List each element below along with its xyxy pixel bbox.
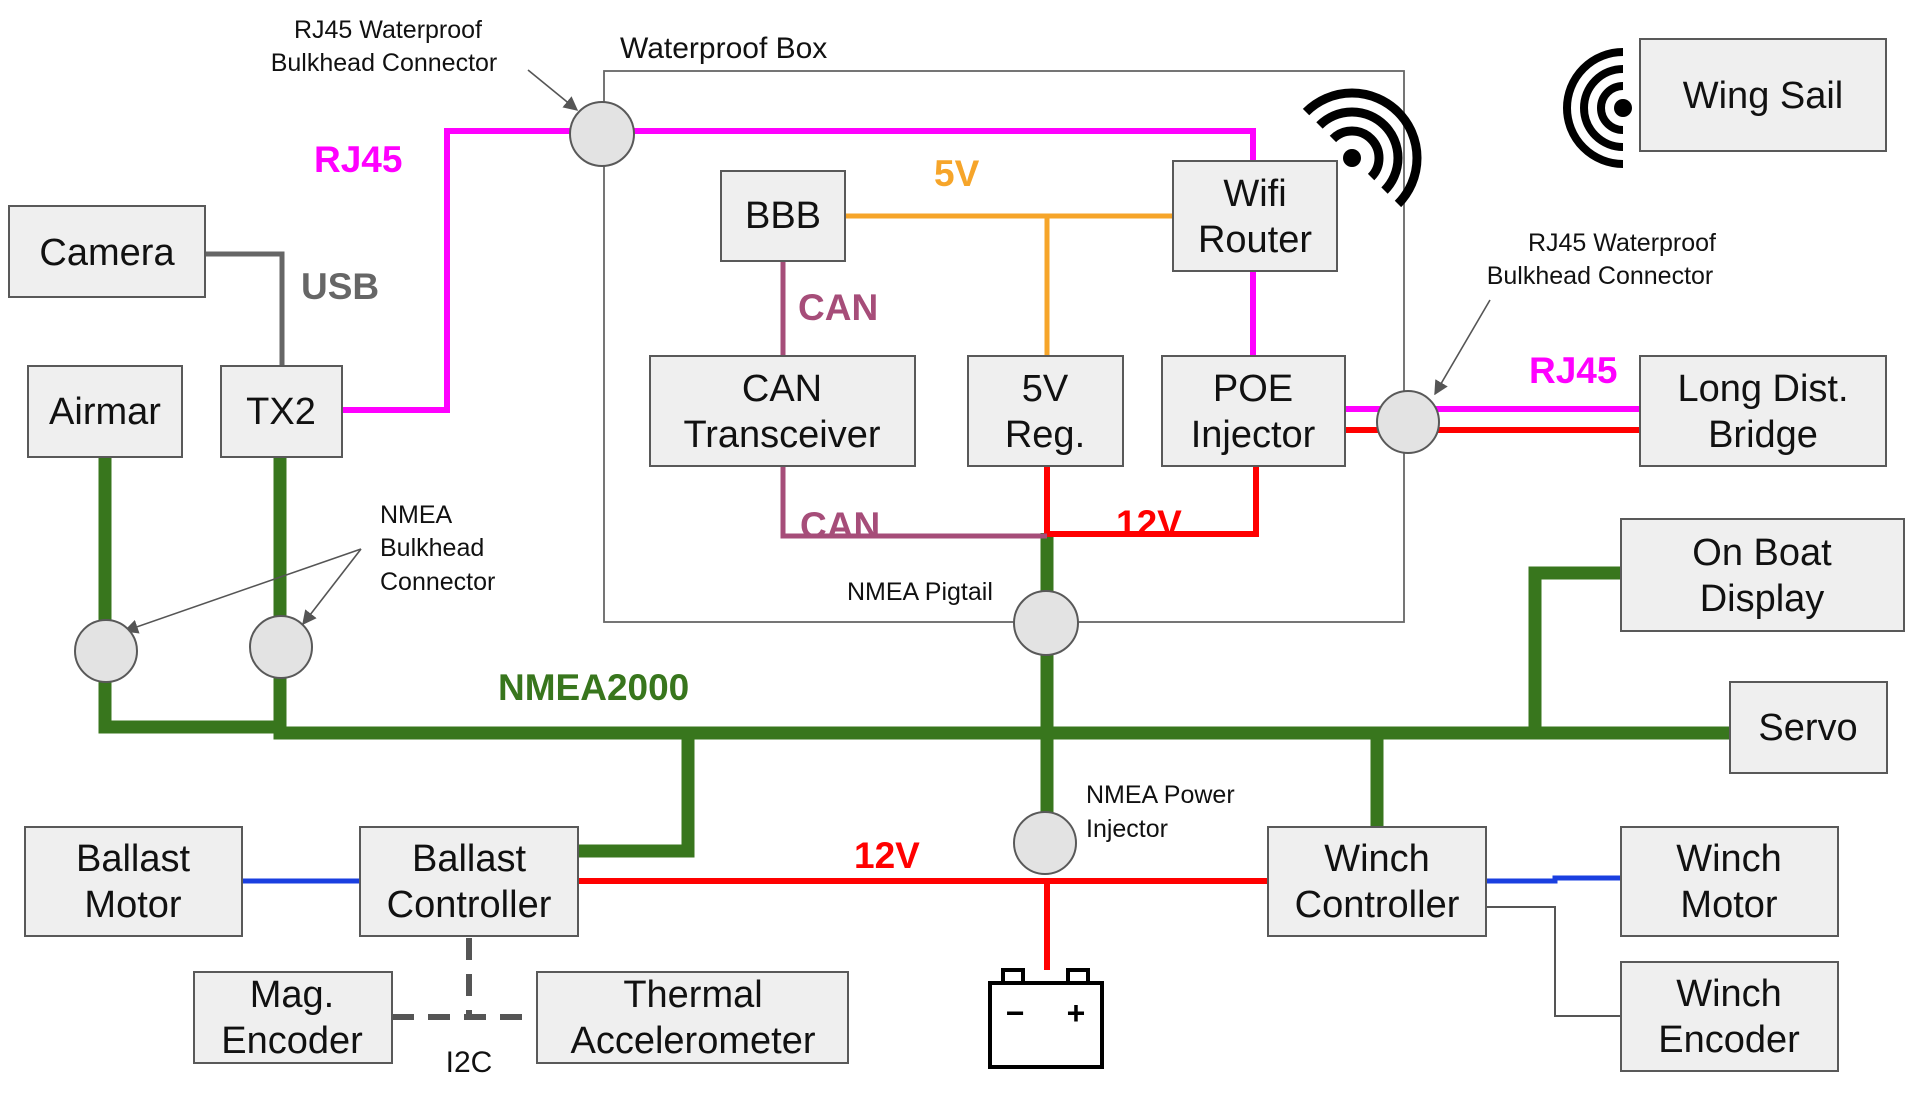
winch-encoder-box: Winch Encoder	[1620, 961, 1839, 1072]
wireless-signal-icon	[1563, 48, 1632, 168]
wifi-signal-icon	[1302, 88, 1422, 208]
motor-wires	[242, 875, 1621, 884]
battery-icon: − +	[988, 968, 1104, 1069]
rj45-bulkhead-top-label-line2: Bulkhead Connector	[271, 49, 498, 77]
tx2-box: TX2	[220, 365, 343, 458]
waterproof-box-title: Waterproof Box	[620, 32, 827, 65]
usb-wire	[205, 251, 285, 365]
rj45-bulkhead-right-label-line2: Bulkhead Connector	[1487, 262, 1714, 290]
nmea-pigtail-label: NMEA Pigtail	[847, 578, 993, 606]
on-boat-display-label-line1: On Boat	[1692, 532, 1832, 574]
battery-plus: +	[1067, 995, 1086, 1031]
camera-box: Camera	[8, 205, 206, 298]
rj45-label-right: RJ45	[1529, 350, 1617, 391]
five-v-reg-label-line2: Reg.	[1005, 414, 1085, 456]
connectors	[74, 101, 1440, 875]
on-boat-display-label-line2: Display	[1700, 578, 1825, 620]
encoder-wire	[1486, 906, 1621, 1017]
mag-encoder-label-line1: Mag.	[250, 974, 334, 1016]
winch-motor-label-line1: Winch	[1676, 838, 1782, 880]
winch-controller-label-line2: Controller	[1295, 884, 1460, 926]
winch-controller-label-line1: Winch	[1324, 838, 1430, 880]
ballast-controller-label-line2: Controller	[387, 884, 552, 926]
nmea-bulkhead-connector-tx2	[249, 615, 313, 679]
wifi-router-label-line1: Wifi	[1223, 173, 1286, 215]
winch-controller-box: Winch Controller	[1267, 826, 1487, 937]
ballast-controller-box: Ballast Controller	[359, 826, 579, 937]
five-volt-wires	[845, 213, 1173, 356]
mag-encoder-label-line2: Encoder	[221, 1020, 363, 1062]
ballast-controller-label-line1: Ballast	[412, 838, 526, 880]
thermal-accelerometer-label-line1: Thermal	[623, 974, 762, 1016]
wing-sail-label: Wing Sail	[1683, 75, 1844, 117]
i2c-label: I2C	[446, 1046, 493, 1079]
five-v-reg-box: 5V Reg.	[967, 355, 1124, 467]
airmar-label: Airmar	[49, 391, 161, 433]
ballast-motor-box: Ballast Motor	[24, 826, 243, 937]
ballast-motor-label-line1: Ballast	[76, 838, 190, 880]
nmea-pigtail-connector	[1013, 590, 1079, 656]
poe-injector-box: POE Injector	[1161, 355, 1346, 467]
nmea-power-injector-connector	[1013, 811, 1077, 875]
rj45-bulkhead-connector-top	[569, 101, 635, 167]
winch-motor-box: Winch Motor	[1620, 826, 1839, 937]
battery-minus: −	[1006, 995, 1025, 1031]
winch-encoder-label-line1: Winch	[1676, 973, 1782, 1015]
thermal-accelerometer-label-line2: Accelerometer	[571, 1020, 816, 1062]
long-dist-bridge-label-line1: Long Dist.	[1677, 368, 1848, 410]
nmea-bulkhead-connector-airmar	[74, 619, 138, 683]
twelve-volt-label-bus: 12V	[854, 835, 920, 876]
can-wires	[780, 261, 1047, 539]
nmea-power-injector-label-line1: NMEA Power	[1086, 781, 1235, 809]
waterproof-box-outline	[603, 70, 1405, 623]
servo-box: Servo	[1729, 681, 1888, 774]
nmea-bulkhead-label-line2: Bulkhead	[380, 534, 484, 562]
camera-label: Camera	[39, 232, 175, 274]
winch-encoder-label-line2: Encoder	[1658, 1019, 1800, 1061]
can-transceiver-box: CAN Transceiver	[649, 355, 916, 467]
twelve-volt-label-box: 12V	[1116, 503, 1182, 544]
wing-sail-box: Wing Sail	[1639, 38, 1887, 152]
rj45-bulkhead-right-label-line1: RJ45 Waterproof	[1528, 229, 1716, 257]
can-transceiver-label-line1: CAN	[742, 368, 822, 410]
usb-label: USB	[301, 266, 379, 307]
i2c-bus	[392, 938, 537, 1020]
five-volt-label: 5V	[934, 153, 980, 194]
nmea-bulkhead-label-line3: Connector	[380, 568, 495, 596]
airmar-box: Airmar	[27, 365, 183, 458]
nmea-bulkhead-label-line1: NMEA	[380, 501, 453, 529]
tx2-label: TX2	[246, 391, 316, 433]
poe-injector-label-line2: Injector	[1191, 414, 1316, 456]
bbb-box: BBB	[720, 170, 846, 262]
can-label-top: CAN	[798, 287, 878, 328]
rj45-bulkhead-top-label-line1: RJ45 Waterproof	[294, 16, 482, 44]
can-transceiver-label-line2: Transceiver	[683, 414, 880, 456]
servo-label: Servo	[1758, 707, 1857, 749]
five-v-reg-label-line1: 5V	[1022, 368, 1069, 410]
nmea2000-label: NMEA2000	[498, 667, 689, 708]
ballast-motor-label-line2: Motor	[84, 884, 181, 926]
annotation-arrows	[123, 69, 1491, 634]
bbb-label: BBB	[745, 195, 821, 237]
wifi-router-box: Wifi Router	[1172, 160, 1338, 272]
on-boat-display-box: On Boat Display	[1620, 518, 1905, 632]
wifi-router-label-line2: Router	[1198, 219, 1312, 261]
can-label-bottom: CAN	[800, 505, 880, 546]
long-dist-bridge-box: Long Dist. Bridge	[1639, 355, 1887, 467]
rj45-label-left: RJ45	[314, 139, 402, 180]
long-dist-bridge-label-line2: Bridge	[1708, 414, 1818, 456]
rj45-bulkhead-connector-right	[1376, 390, 1440, 454]
mag-encoder-box: Mag. Encoder	[193, 971, 393, 1064]
thermal-accelerometer-box: Thermal Accelerometer	[536, 971, 849, 1064]
nmea2000-wires	[98, 456, 1730, 858]
nmea-power-injector-label-line2: Injector	[1086, 815, 1168, 843]
poe-injector-label-line1: POE	[1213, 368, 1293, 410]
winch-motor-label-line2: Motor	[1680, 884, 1777, 926]
